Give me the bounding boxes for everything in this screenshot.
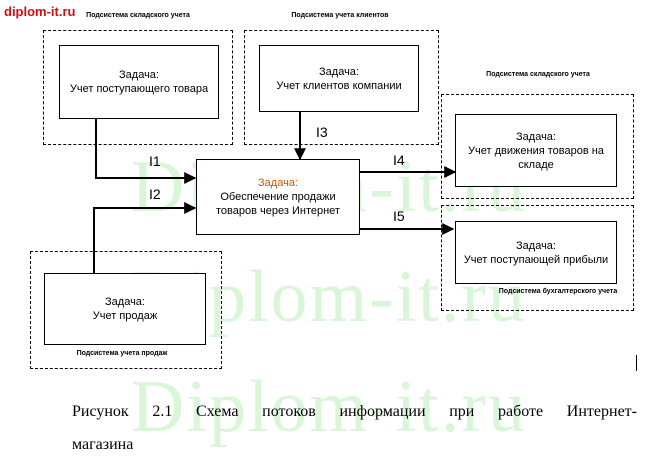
flow-i1-label: I1 bbox=[149, 153, 161, 169]
subsystem-accounting-label: Подсистема бухгалтерского учета bbox=[498, 288, 618, 295]
task-text: Учет движения товаров на складе bbox=[468, 144, 604, 171]
subsystem-accounting bbox=[441, 205, 634, 311]
task-incoming-goods: Задача: Учет поступающего товара bbox=[59, 45, 219, 119]
subsystem-warehouse-top bbox=[43, 30, 233, 145]
task-title: Задача: bbox=[105, 296, 145, 308]
task-clients: Задача: Учет клиентов компании bbox=[259, 45, 419, 112]
subsystem-warehouse-right-label: Подсистема складского учета bbox=[486, 71, 590, 78]
flow-i1-line bbox=[95, 119, 197, 184]
task-text: Обеспечение продажи товаров через Интерн… bbox=[216, 191, 340, 217]
task-title: Задача: bbox=[319, 65, 359, 78]
task-text: Учет клиентов компании bbox=[276, 79, 402, 92]
task-title: Задача: bbox=[516, 130, 556, 143]
task-text: Учет продаж bbox=[92, 310, 158, 322]
subsystem-warehouse-right bbox=[441, 94, 634, 199]
subsystem-sales bbox=[30, 251, 222, 369]
watermark-text: Diplom-it.ru bbox=[130, 366, 528, 448]
task-title: Задача: bbox=[516, 239, 556, 252]
flow-i2-line bbox=[93, 202, 197, 273]
task-text: Учет поступающего товара bbox=[69, 83, 209, 95]
task-text: Учет поступающей прибыли bbox=[463, 253, 609, 266]
task-central: Задача: Обеспечение продажи товаров чере… bbox=[196, 159, 360, 235]
subsystem-sales-label: Подсистема учета продаж bbox=[76, 350, 168, 357]
task-sales: Задача: Учет продаж bbox=[44, 273, 206, 345]
task-profit: Задача: Учет поступающей прибыли bbox=[455, 221, 617, 284]
figure-caption-continued: магазина bbox=[72, 436, 134, 453]
subsystem-clients-label: Подсистема учета клиентов bbox=[291, 12, 389, 19]
flow-i3-label: I3 bbox=[316, 124, 328, 140]
subsystem-clients bbox=[244, 30, 439, 145]
text-cursor bbox=[636, 355, 637, 371]
task-title: Задача: bbox=[258, 177, 298, 189]
task-title: Задача: bbox=[119, 69, 159, 81]
figure-caption: Рисунок 2.1 Схема потоков информации при… bbox=[72, 403, 637, 420]
site-tag: diplom-it.ru bbox=[4, 4, 76, 19]
flow-i2-label: I2 bbox=[149, 186, 161, 202]
flow-i4-label: I4 bbox=[393, 152, 405, 168]
flow-i5-label: I5 bbox=[393, 208, 405, 224]
subsystem-warehouse-top-label: Подсистема складского учета bbox=[86, 12, 190, 19]
task-movement: Задача: Учет движения товаров на складе bbox=[455, 114, 617, 187]
